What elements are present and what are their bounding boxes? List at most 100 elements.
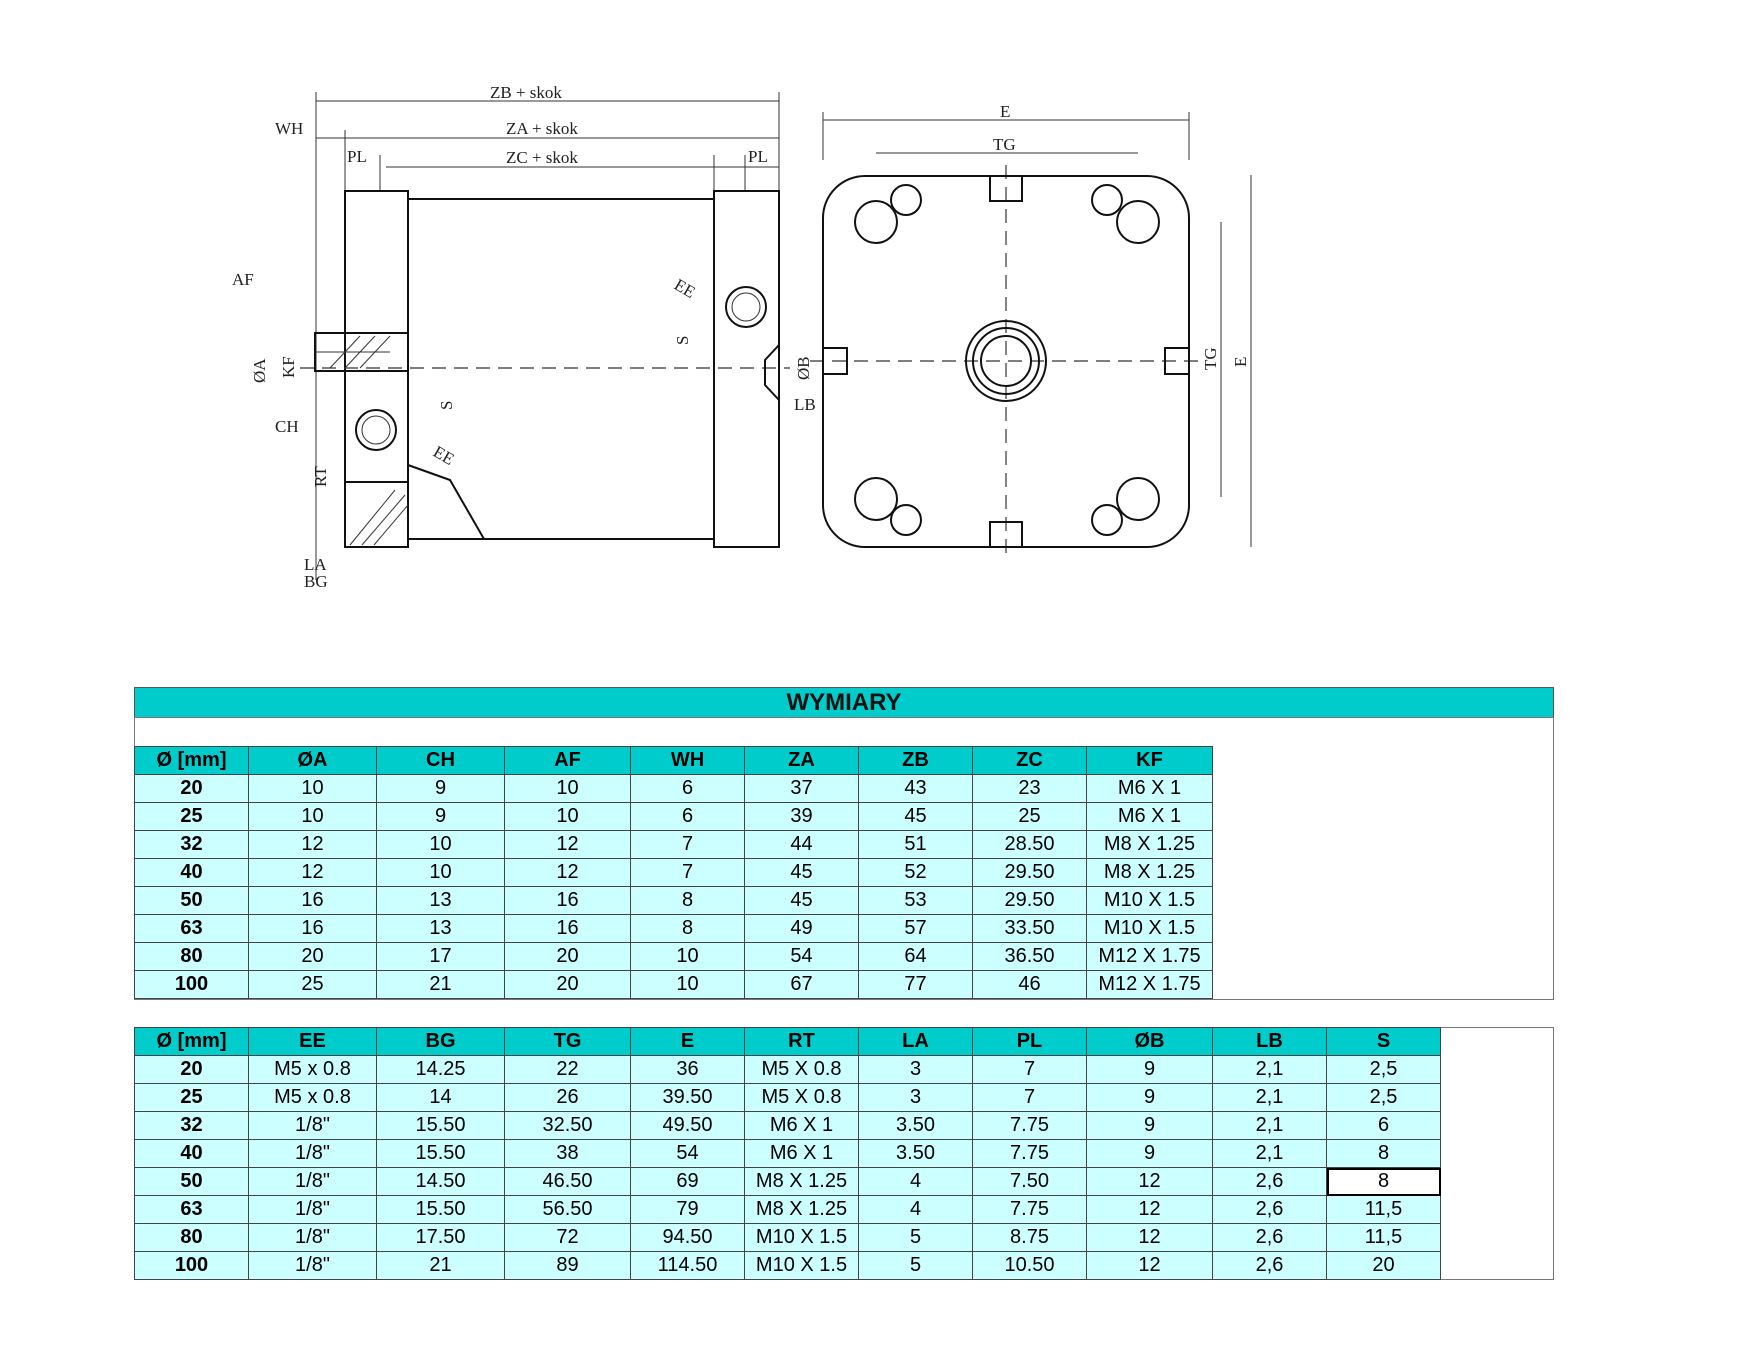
- table-cell[interactable]: M10 X 1.5: [744, 1223, 859, 1252]
- table-cell[interactable]: 8: [1326, 1167, 1441, 1196]
- table-cell[interactable]: 6: [630, 802, 745, 831]
- table-cell[interactable]: M10 X 1.5: [744, 1251, 859, 1280]
- table-cell[interactable]: 8.75: [972, 1223, 1087, 1252]
- table-cell[interactable]: 1/8": [248, 1167, 377, 1196]
- row-header-cell[interactable]: 100: [134, 1251, 249, 1280]
- table-cell[interactable]: 2,1: [1212, 1139, 1327, 1168]
- table-cell[interactable]: 10: [248, 774, 377, 803]
- table-cell[interactable]: 26: [504, 1083, 631, 1112]
- table-cell[interactable]: 9: [1086, 1055, 1213, 1084]
- row-header-cell[interactable]: 50: [134, 1167, 249, 1196]
- table-cell[interactable]: 38: [504, 1139, 631, 1168]
- table-cell[interactable]: 6: [630, 774, 745, 803]
- table-cell[interactable]: 3.50: [858, 1139, 973, 1168]
- table-cell[interactable]: 56.50: [504, 1195, 631, 1224]
- table-cell[interactable]: 89: [504, 1251, 631, 1280]
- table-cell[interactable]: 9: [1086, 1083, 1213, 1112]
- table-cell[interactable]: 45: [858, 802, 973, 831]
- table-cell[interactable]: 20: [504, 942, 631, 971]
- table-cell[interactable]: 9: [1086, 1111, 1213, 1140]
- table-cell[interactable]: 8: [630, 914, 745, 943]
- table-cell[interactable]: 12: [1086, 1195, 1213, 1224]
- table-cell[interactable]: 57: [858, 914, 973, 943]
- table-cell[interactable]: M5 X 0.8: [744, 1055, 859, 1084]
- table-cell[interactable]: 33.50: [972, 914, 1087, 943]
- table-cell[interactable]: M8 X 1.25: [744, 1195, 859, 1224]
- table-cell[interactable]: 2,6: [1212, 1167, 1327, 1196]
- table-cell[interactable]: M8 X 1.25: [1086, 858, 1213, 887]
- table-cell[interactable]: 54: [744, 942, 859, 971]
- row-header-cell[interactable]: 40: [134, 1139, 249, 1168]
- table-cell[interactable]: 11,5: [1326, 1195, 1441, 1224]
- table-cell[interactable]: 45: [744, 886, 859, 915]
- table-cell[interactable]: 4: [858, 1195, 973, 1224]
- table-cell[interactable]: 39.50: [630, 1083, 745, 1112]
- table-cell[interactable]: 10: [376, 830, 505, 859]
- table-cell[interactable]: 3.50: [858, 1111, 973, 1140]
- table-cell[interactable]: 1/8": [248, 1251, 377, 1280]
- table-cell[interactable]: 25: [248, 970, 377, 999]
- table-cell[interactable]: 12: [248, 858, 377, 887]
- table-cell[interactable]: 13: [376, 914, 505, 943]
- table-cell[interactable]: 8: [1326, 1139, 1441, 1168]
- row-header-cell[interactable]: 80: [134, 1223, 249, 1252]
- table-cell[interactable]: 13: [376, 886, 505, 915]
- table-cell[interactable]: 43: [858, 774, 973, 803]
- table-cell[interactable]: 44: [744, 830, 859, 859]
- table-cell[interactable]: 20: [1326, 1251, 1441, 1280]
- table-cell[interactable]: 2,5: [1326, 1055, 1441, 1084]
- table-cell[interactable]: 10: [248, 802, 377, 831]
- table-cell[interactable]: 10: [504, 774, 631, 803]
- table-cell[interactable]: 2,5: [1326, 1083, 1441, 1112]
- table-cell[interactable]: 21: [376, 970, 505, 999]
- table-cell[interactable]: 67: [744, 970, 859, 999]
- table-cell[interactable]: 2,1: [1212, 1083, 1327, 1112]
- table-cell[interactable]: M8 X 1.25: [1086, 830, 1213, 859]
- table-cell[interactable]: 46.50: [504, 1167, 631, 1196]
- table-cell[interactable]: 16: [504, 914, 631, 943]
- table-cell[interactable]: 5: [858, 1223, 973, 1252]
- table-cell[interactable]: M8 X 1.25: [744, 1167, 859, 1196]
- table-cell[interactable]: 39: [744, 802, 859, 831]
- table-cell[interactable]: 1/8": [248, 1111, 377, 1140]
- table-cell[interactable]: M5 x 0.8: [248, 1055, 377, 1084]
- table-cell[interactable]: 17: [376, 942, 505, 971]
- table-cell[interactable]: 12: [1086, 1167, 1213, 1196]
- table-cell[interactable]: 21: [376, 1251, 505, 1280]
- table-cell[interactable]: 7: [972, 1055, 1087, 1084]
- table-cell[interactable]: 23: [972, 774, 1087, 803]
- table-cell[interactable]: 2,1: [1212, 1111, 1327, 1140]
- table-cell[interactable]: 25: [972, 802, 1087, 831]
- table-cell[interactable]: M5 X 0.8: [744, 1083, 859, 1112]
- table-cell[interactable]: 15.50: [376, 1139, 505, 1168]
- table-cell[interactable]: 16: [248, 886, 377, 915]
- table-cell[interactable]: M6 X 1: [744, 1139, 859, 1168]
- table-cell[interactable]: 2,1: [1212, 1055, 1327, 1084]
- table-cell[interactable]: M12 X 1.75: [1086, 970, 1213, 999]
- row-header-cell[interactable]: 20: [134, 774, 249, 803]
- table-cell[interactable]: 79: [630, 1195, 745, 1224]
- row-header-cell[interactable]: 25: [134, 1083, 249, 1112]
- table-cell[interactable]: 17.50: [376, 1223, 505, 1252]
- row-header-cell[interactable]: 80: [134, 942, 249, 971]
- table-cell[interactable]: 28.50: [972, 830, 1087, 859]
- table-cell[interactable]: 45: [744, 858, 859, 887]
- table-cell[interactable]: 7.75: [972, 1195, 1087, 1224]
- table-cell[interactable]: 9: [376, 774, 505, 803]
- table-cell[interactable]: 12: [1086, 1251, 1213, 1280]
- table-cell[interactable]: 36: [630, 1055, 745, 1084]
- table-cell[interactable]: 10: [630, 942, 745, 971]
- table-cell[interactable]: 1/8": [248, 1139, 377, 1168]
- table-cell[interactable]: 36.50: [972, 942, 1087, 971]
- row-header-cell[interactable]: 25: [134, 802, 249, 831]
- table-cell[interactable]: 49: [744, 914, 859, 943]
- table-cell[interactable]: 14: [376, 1083, 505, 1112]
- table-cell[interactable]: 29.50: [972, 886, 1087, 915]
- table-cell[interactable]: 6: [1326, 1111, 1441, 1140]
- row-header-cell[interactable]: 20: [134, 1055, 249, 1084]
- table-cell[interactable]: 32.50: [504, 1111, 631, 1140]
- table-cell[interactable]: 11,5: [1326, 1223, 1441, 1252]
- table-cell[interactable]: 15.50: [376, 1111, 505, 1140]
- table-cell[interactable]: 10: [376, 858, 505, 887]
- table-cell[interactable]: 7: [630, 830, 745, 859]
